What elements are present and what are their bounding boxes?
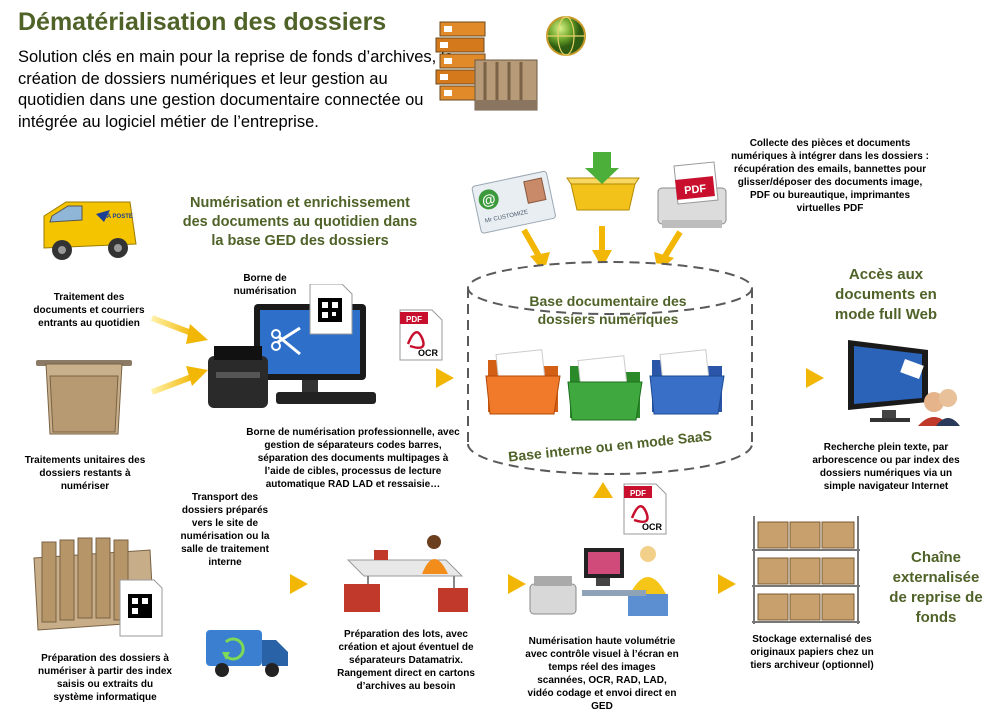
caption-preparation-dossiers: Préparation des dossiers à numériser à p… (38, 653, 172, 703)
pdf-ocr-icon-top: PDF OCR (398, 308, 444, 362)
blue-folder-icon (648, 346, 728, 418)
pdf-printer-icon: PDF (652, 160, 732, 235)
arrow-dossiers-to-lots (182, 574, 308, 594)
hanging-folder-icon (36, 356, 132, 438)
pdf-top-label: PDF (406, 315, 422, 324)
globe-icon (545, 15, 587, 57)
ocr-bottom-label: OCR (642, 522, 663, 532)
high-volume-scanning-icon (526, 540, 676, 626)
caption-traitements-unitaires: Traitements unitaires des dossiers resta… (24, 455, 146, 492)
database-cylinder (462, 258, 758, 480)
arrow-volumetrie-to-stockage (682, 574, 736, 594)
database-title: Base documentaire des dossiers numérique… (529, 293, 687, 327)
orange-folder-icon (484, 346, 564, 418)
caption-stockage: Stockage externalisé des originaux papie… (750, 634, 874, 671)
green-folder-icon (566, 352, 646, 424)
heading-acces: Accès aux documents en mode full Web (834, 266, 938, 323)
arrow-lots-to-volumetrie (470, 574, 526, 594)
web-access-monitor-icon (842, 336, 962, 426)
van-label: LA POSTE (103, 214, 133, 220)
ocr-top-label: OCR (418, 348, 439, 358)
postal-van-icon: LA POSTE (38, 196, 140, 266)
caption-borne-desc: Borne de numérisation professionnelle, a… (246, 427, 460, 490)
printer-pdf-label: PDF (684, 183, 707, 197)
pdf-bottom-label: PDF (630, 489, 646, 498)
caption-borne-label: Borne de numérisation (233, 273, 297, 297)
inbox-tray-icon (563, 148, 643, 218)
email-card-icon: @ Mr CUSTOMIZE (470, 168, 560, 238)
caption-recherche: Recherche plein texte, par arborescence … (812, 442, 960, 492)
page-title: Dématérialisation des dossiers (18, 8, 387, 36)
scanning-workstation-icon (204, 284, 384, 424)
heading-numerisation: Numérisation et enrichissement des docum… (182, 195, 418, 249)
intro-text: Solution clés en main pour la reprise de… (18, 48, 454, 131)
caption-traitement-courriers: Traitement des documents et courriers en… (33, 292, 145, 329)
archive-binders-icon (430, 12, 545, 122)
hanging-files-box-icon (30, 532, 180, 644)
caption-haute-volumetrie: Numérisation haute volumétrie avec contr… (525, 636, 679, 712)
arrow-volumetrie-to-db (593, 482, 613, 540)
archive-shelving-icon (746, 512, 866, 628)
preparation-desk-icon (334, 532, 474, 622)
caption-transport: Transport des dossiers préparés vers le … (180, 492, 270, 568)
pdf-ocr-icon-bottom: PDF OCR (622, 482, 668, 536)
svg-text:@: @ (480, 190, 497, 208)
arrow-tray-to-db (592, 226, 612, 268)
arrow-db-to-web (752, 368, 824, 388)
arrow-unitaires-to-borne (150, 366, 208, 395)
heading-chaine: Chaîne externalisée de reprise de fonds (889, 549, 983, 626)
caption-collecte: Collecte des pièces et documents numériq… (731, 138, 929, 214)
arrow-borne-to-db (388, 368, 454, 388)
arrow-courriers-to-borne (150, 315, 208, 344)
transport-truck-icon (204, 626, 290, 678)
caption-preparation-lots: Préparation des lots, avec création et a… (337, 629, 475, 692)
